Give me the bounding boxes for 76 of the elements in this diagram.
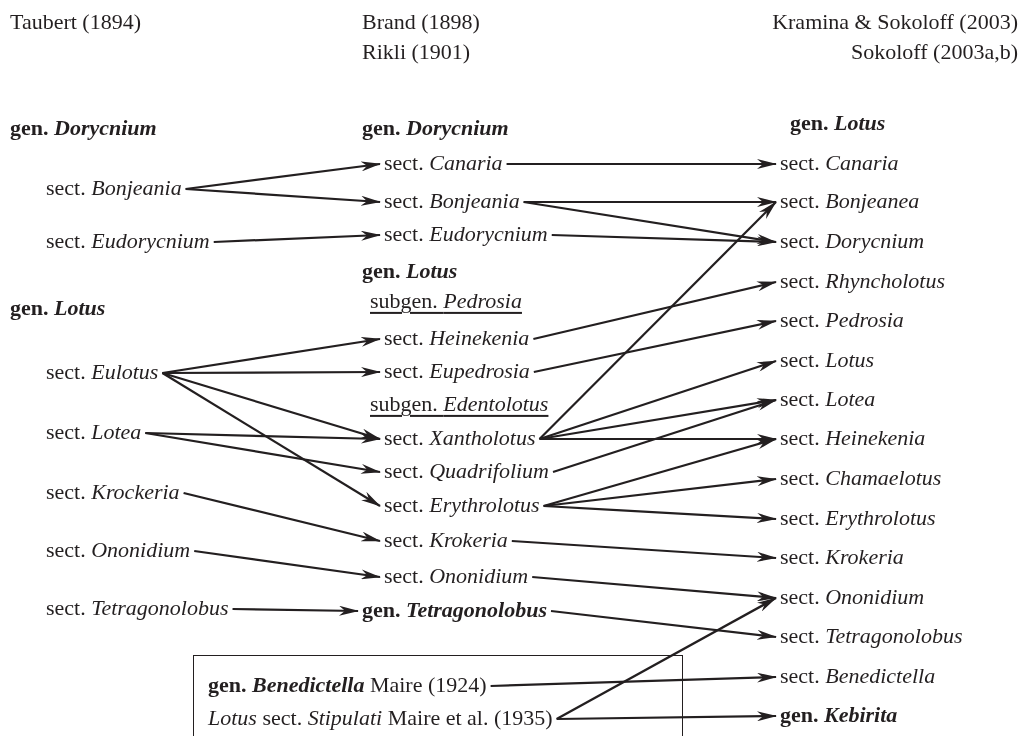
taxon-label: sect. Erythrolotus [780,505,936,531]
author-heading: Taubert (1894) [10,9,142,35]
arrow [543,437,777,508]
taxon-label: sect. Bonjeania [384,188,520,214]
arrow [532,575,777,602]
arrow [551,233,777,247]
genus-heading: gen. Dorycnium [362,115,509,141]
subgenus-heading: subgen. Pedrosia [370,288,522,314]
arrow [556,711,777,722]
taxon-label: gen. Kebirita [780,702,898,728]
taxon-label: sect. Bonjeania [46,175,182,201]
taxon-label: sect. Lotea [46,419,142,445]
arrow [539,398,777,441]
taxon-label: sect. Erythrolotus [384,492,540,518]
arrow [556,597,777,720]
arrow [523,200,777,244]
taxon-label: sect. Canaria [384,150,503,176]
genus-heading: gen. Lotus [10,295,106,321]
genus-heading: gen. Dorycnium [10,115,157,141]
arrow [539,359,777,441]
taxon-label: sect. Eudorycnium [384,221,548,247]
taxon-label: sect. Eulotus [46,359,159,385]
taxon-label: sect. Ononidium [46,537,191,563]
taxon-label: sect. Dorycnium [780,228,925,254]
subgenus-heading: subgen. Edentolotus [370,391,549,417]
taxon-label: sect. Lotea [780,386,876,412]
arrow [506,159,777,169]
arrow [539,434,777,444]
taxon-label: sect. Canaria [780,150,899,176]
arrow [194,549,381,580]
taxon-label: sect. Eupedrosia [384,358,530,384]
taxon-label: sect. Krokeria [384,527,508,553]
arrow [533,280,777,341]
arrow [183,491,381,543]
taxon-label: gen. Tetragonolobus [362,597,547,623]
arrow [550,609,777,640]
taxon-label: Lotus sect. Stipulati Maire et al. (1935) [208,705,553,731]
arrow [543,504,777,523]
taxon-label: sect. Tetragonolobus [46,595,229,621]
arrow [162,371,381,441]
arrow [162,367,381,378]
arrow [538,201,777,440]
arrow [145,431,381,474]
author-heading: Brand (1898) [362,9,480,35]
citation-box [193,655,683,736]
arrow [161,372,381,507]
taxon-label: gen. Benedictella Maire (1924) [208,672,487,698]
arrow [533,319,777,374]
taxon-label: sect. Benedictella [780,663,936,689]
taxon-label: sect. Chamaelotus [780,465,942,491]
arrow [490,672,777,688]
taxon-label: sect. Ononidium [384,563,529,589]
author-heading: Rikli (1901) [362,39,471,65]
taxon-label: sect. Rhyncholotus [780,268,945,294]
author-heading: Sokoloff (2003a,b) [850,39,1018,65]
taxon-label: sect. Pedrosia [780,307,904,333]
taxon-label: sect. Tetragonolobus [780,623,963,649]
genus-heading: gen. Lotus [362,258,458,284]
taxon-label: sect. Xantholotus [384,425,536,451]
taxon-label: sect. Lotus [780,347,875,373]
taxon-label: sect. Eudorycnium [46,228,210,254]
taxon-label: sect. Krockeria [46,479,180,505]
arrow [232,605,359,616]
taxon-label: sect. Quadrifolium [384,458,549,484]
taxon-label: sect. Krokeria [780,544,904,570]
taxon-label: sect. Heinekenia [384,325,530,351]
genus-heading: gen. Lotus [790,110,886,136]
arrow [552,398,777,474]
taxon-label: sect. Bonjeanea [780,188,920,214]
taxon-label: sect. Heinekenia [780,425,926,451]
arrow [185,187,381,206]
author-heading: Kramina & Sokoloff (2003) [772,9,1018,35]
arrow [213,230,381,244]
arrow [511,539,777,562]
taxon-label: sect. Ononidium [780,584,925,610]
arrow [162,337,381,375]
